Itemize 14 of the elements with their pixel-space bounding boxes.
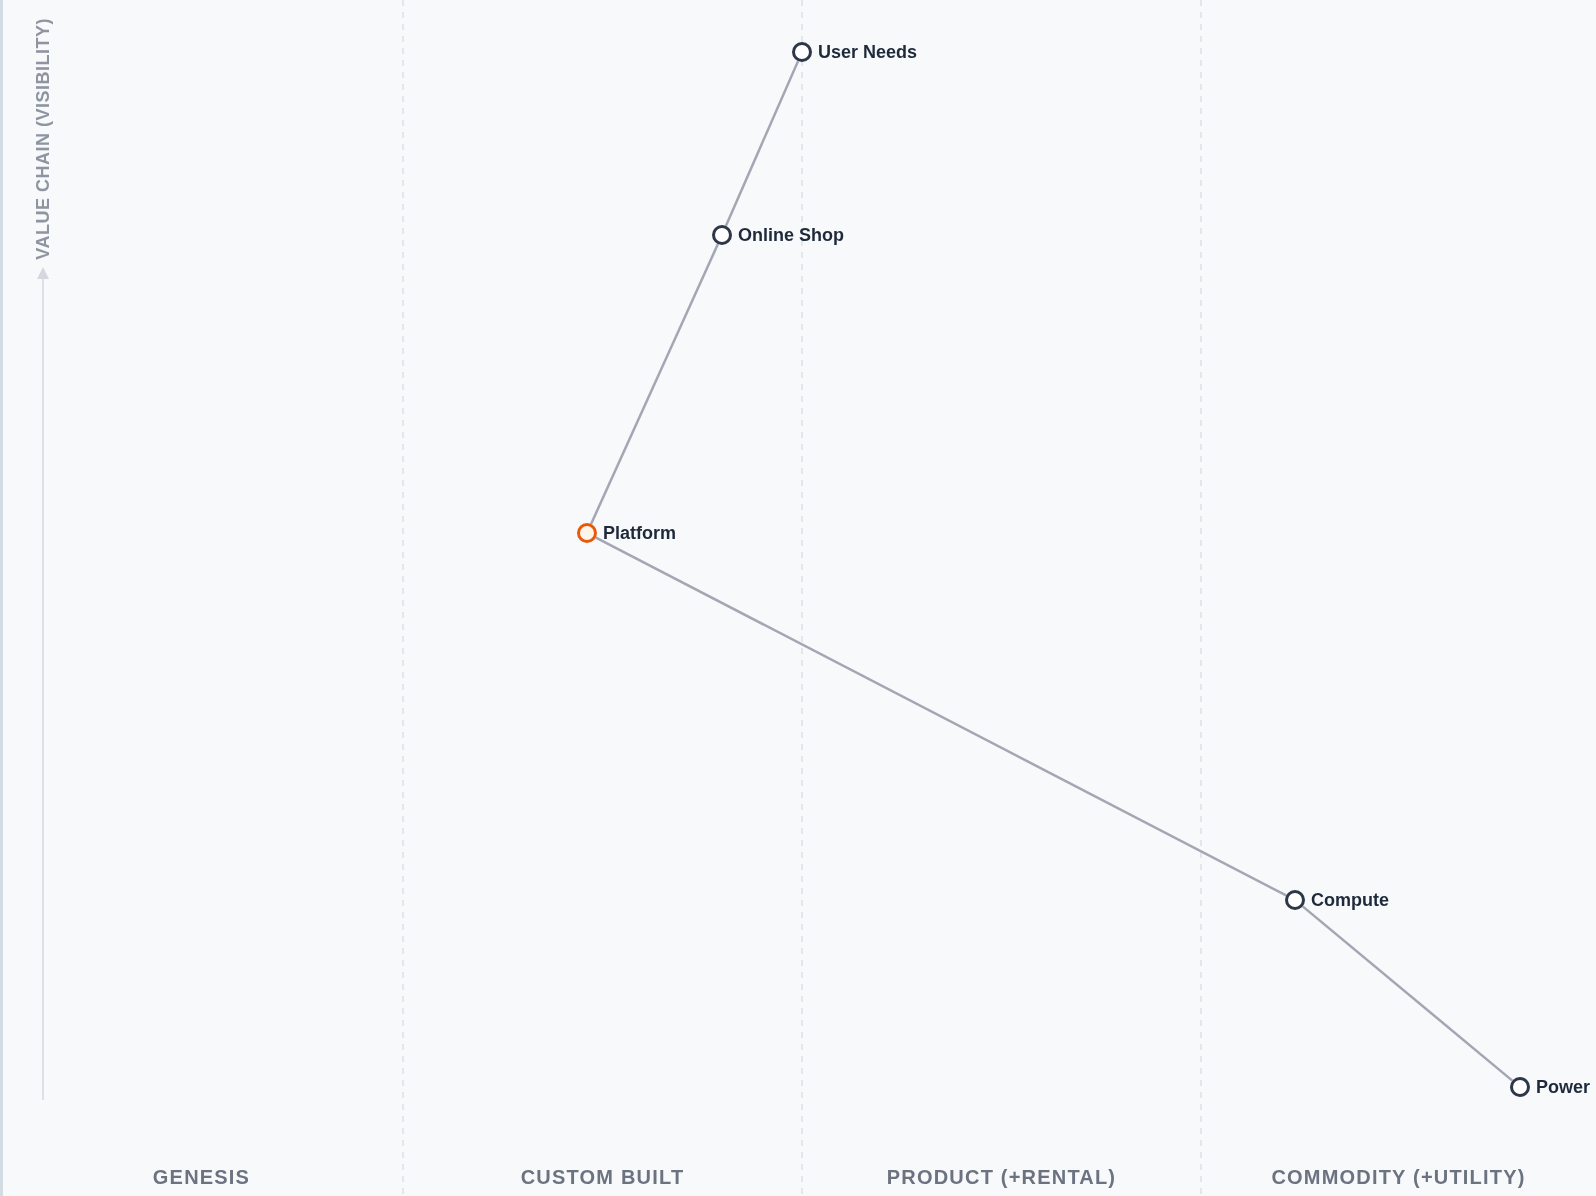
component-label: Power — [1536, 1076, 1591, 1099]
dependency-line — [724, 60, 800, 227]
dependency-line — [589, 243, 720, 525]
axis-label: VALUE CHAIN (VISIBILITY) — [32, 18, 54, 260]
evolution-stage-label: CUSTOM BUILT — [520, 1165, 685, 1189]
evolution-stage-label: COMMODITY (+UTILITY) — [1271, 1165, 1526, 1189]
dependency-line — [595, 536, 1287, 897]
component-label: Platform — [603, 522, 676, 545]
component-label: Compute — [1311, 889, 1389, 912]
component-label: Online Shop — [738, 224, 844, 247]
component-label: User Needs — [818, 41, 918, 64]
evolution-stage-label: GENESIS — [152, 1165, 251, 1189]
dependency-line — [1301, 905, 1514, 1082]
evolution-stage-label: PRODUCT (+RENTAL) — [886, 1165, 1117, 1189]
